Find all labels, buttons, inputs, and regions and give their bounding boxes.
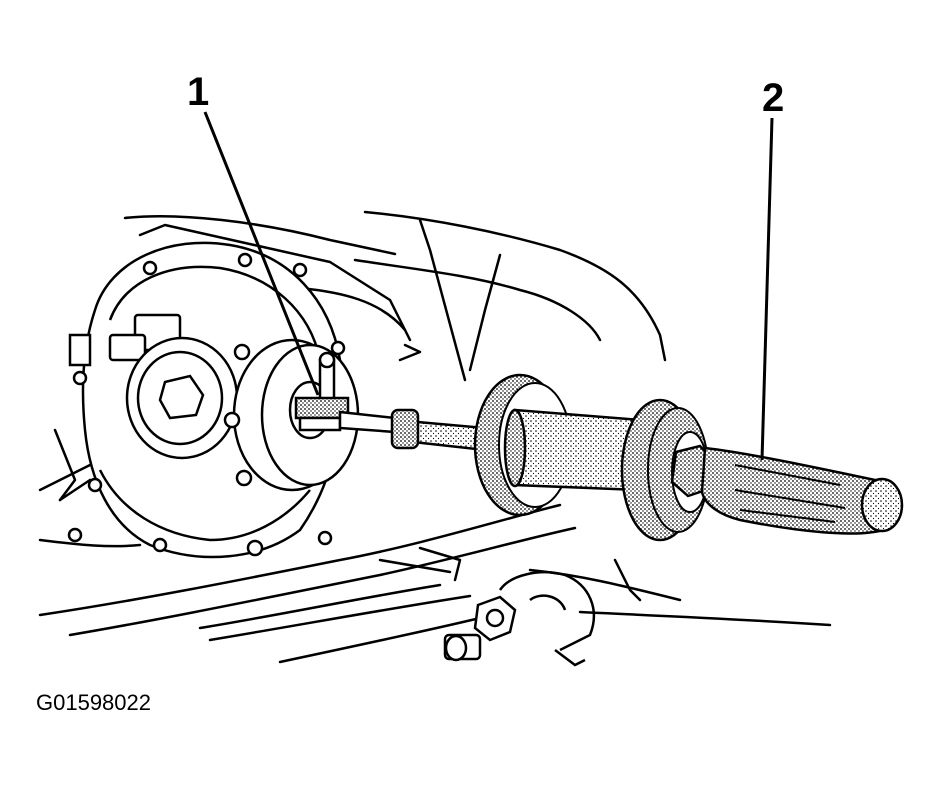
drain-plug [125, 336, 239, 460]
figure-id: G01598022 [36, 690, 151, 715]
lower-mount [443, 571, 596, 667]
callout-2-label: 2 [762, 76, 785, 120]
callout-1-label: 1 [187, 70, 210, 114]
leader-lines [203, 111, 774, 461]
puller-attachment [294, 351, 397, 434]
vehicle-frame [38, 210, 832, 664]
slide-hammer [390, 373, 904, 542]
